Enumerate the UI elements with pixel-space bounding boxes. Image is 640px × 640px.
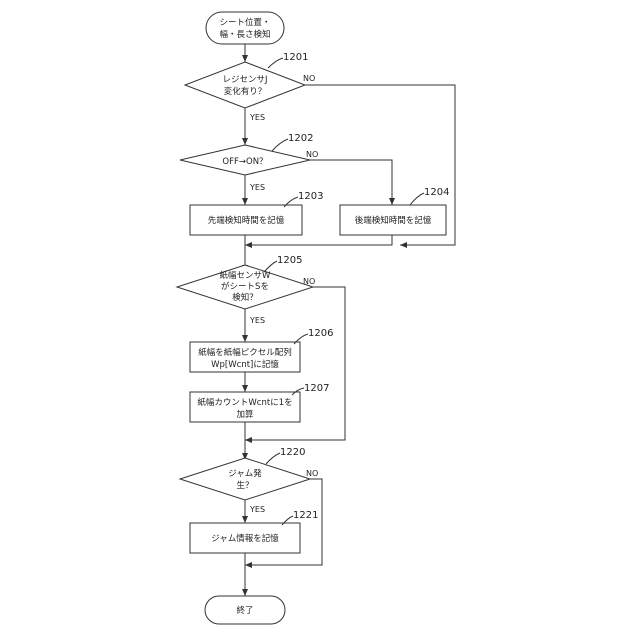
decision-1220-line-1: ジャム発 bbox=[228, 469, 262, 479]
decision-1202-line-1: OFF→ON？ bbox=[222, 157, 267, 167]
start-label-line-1: シート位置・ bbox=[219, 17, 270, 28]
process-1207-line-2: 加算 bbox=[236, 409, 254, 420]
ref-1206: 1206 bbox=[308, 328, 333, 339]
process-1204: 後端検知時間を記憶 bbox=[340, 205, 446, 235]
ref-1203: 1203 bbox=[298, 191, 323, 202]
no-label-1202: NO bbox=[306, 150, 318, 159]
yes-label-1205: YES bbox=[249, 316, 265, 325]
process-1203: 先端検知時間を記憶 bbox=[190, 205, 302, 235]
process-1206: 紙幅を紙幅ピクセル配列 Wp[Wcnt]に記憶 bbox=[190, 342, 300, 372]
no-label-1205: NO bbox=[303, 277, 315, 286]
decision-1201-line-2: 変化有り？ bbox=[224, 86, 267, 97]
no-label-1201: NO bbox=[303, 74, 315, 83]
ref-1221: 1221 bbox=[293, 510, 318, 521]
yes-label-1201: YES bbox=[249, 113, 265, 122]
process-1221: ジャム情報を記憶 bbox=[190, 523, 300, 553]
decision-1205-line-2: がシートSを bbox=[221, 281, 269, 292]
yes-label-1202: YES bbox=[249, 183, 265, 192]
leader-1202 bbox=[272, 139, 288, 151]
ref-1201: 1201 bbox=[283, 52, 308, 63]
leader-1204 bbox=[410, 193, 424, 205]
no-label-1220: NO bbox=[306, 469, 318, 478]
decision-1220-line-2: 生？ bbox=[236, 480, 253, 491]
decision-1205-line-1: 紙幅センサW bbox=[220, 270, 272, 281]
process-1221-label: ジャム情報を記憶 bbox=[211, 533, 279, 544]
yes-label-1220: YES bbox=[249, 505, 265, 514]
decision-1220: ジャム発 生？ bbox=[180, 458, 310, 500]
start-label-line-2: 幅・長さ検知 bbox=[219, 29, 270, 40]
ref-1207: 1207 bbox=[304, 383, 329, 394]
process-1203-label: 先端検知時間を記憶 bbox=[208, 215, 285, 226]
decision-1201: レジセンサJ 変化有り？ bbox=[185, 62, 305, 108]
start-terminal: シート位置・ 幅・長さ検知 bbox=[206, 12, 284, 44]
ref-1220: 1220 bbox=[280, 447, 305, 458]
end-label: 終了 bbox=[236, 605, 253, 616]
process-1206-line-1: 紙幅を紙幅ピクセル配列 bbox=[198, 347, 292, 358]
decision-1201-line-1: レジセンサJ bbox=[222, 75, 267, 85]
process-1207-line-1: 紙幅カウントWcntに1を bbox=[197, 397, 292, 408]
decision-1202: OFF→ON？ bbox=[180, 145, 310, 175]
process-1206-line-2: Wp[Wcnt]に記憶 bbox=[211, 359, 279, 370]
process-1204-label: 後端検知時間を記憶 bbox=[355, 215, 432, 226]
ref-1202: 1202 bbox=[288, 133, 313, 144]
ref-1204: 1204 bbox=[424, 187, 449, 198]
process-1207: 紙幅カウントWcntに1を 加算 bbox=[190, 392, 300, 422]
ref-1205: 1205 bbox=[277, 255, 302, 266]
leader-1201 bbox=[268, 58, 283, 68]
leader-1205 bbox=[264, 261, 277, 272]
decision-1205: 紙幅センサW がシートSを 検知？ bbox=[177, 265, 313, 309]
flow-merge-1204 bbox=[245, 235, 392, 245]
decision-1205-line-3: 検知？ bbox=[232, 292, 258, 303]
leader-1220 bbox=[266, 453, 280, 464]
end-terminal: 終了 bbox=[205, 596, 285, 624]
